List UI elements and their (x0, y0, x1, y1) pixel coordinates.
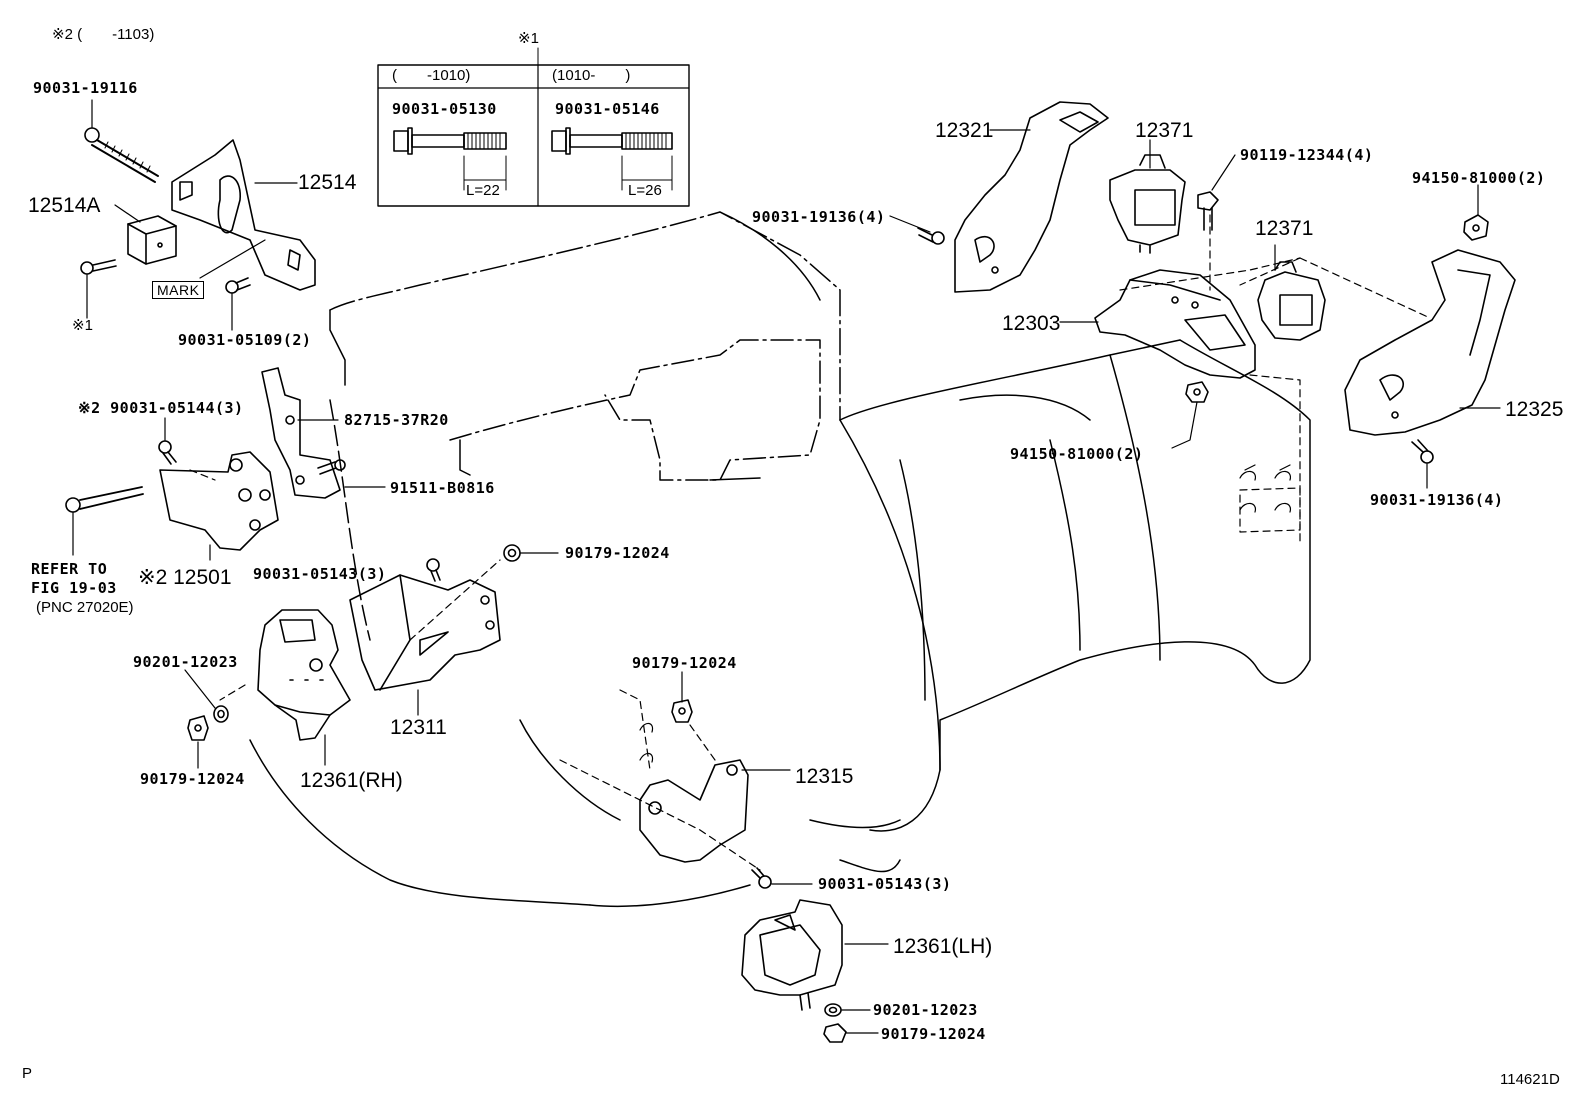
bracket-12501-icon (159, 451, 279, 551)
bracket-12315-icon (639, 759, 749, 863)
table-col2-range: (1010- ) (552, 67, 631, 84)
block-12514a-icon (127, 215, 177, 265)
label-90179-12024-d: 90179-12024 (881, 1025, 986, 1043)
label-90201-12023-a: 90201-12023 (133, 653, 238, 671)
label-12514a: 12514A (28, 194, 101, 217)
bolt-note1-icon (80, 259, 117, 275)
label-90031-05143-a: 90031-05143(3) (253, 565, 387, 583)
bracket-12514-icon (171, 139, 316, 291)
label-12321: 12321 (935, 119, 994, 142)
label-90031-19136-a: 90031-19136(4) (752, 208, 886, 226)
bolt-90031-05109-icon (225, 277, 251, 294)
nut-90179-12024-d-icon (823, 1023, 847, 1043)
note1-marker-label: ※1 (518, 30, 539, 47)
mount-12361-lh-icon (741, 899, 843, 1011)
insulator-12371-b-icon (1257, 261, 1326, 341)
label-refer-line2: FIG 19-03 (31, 579, 117, 597)
label-94150-81000-a: 94150-81000(2) (1412, 169, 1546, 187)
label-refer-line3: (PNC 27020E) (36, 599, 134, 616)
table-col1-range: ( -1010) (392, 67, 471, 84)
transmission-outline (249, 211, 1311, 908)
label-90119-12344: 90119-12344(4) (1240, 146, 1374, 164)
label-90031-19136-b: 90031-19136(4) (1370, 491, 1504, 509)
bolt-90119-12344-icon (1197, 191, 1219, 231)
bolt-90031-05146-icon (551, 127, 673, 191)
bolt-90031-05144-icon (158, 440, 177, 465)
washer-90201-12023-b-icon (824, 1003, 842, 1017)
label-12303: 12303 (1002, 312, 1061, 335)
label-90031-19116: 90031-19116 (33, 79, 138, 97)
crossmember-12303-icon (1094, 269, 1256, 379)
bolt-90031-05130-icon (393, 127, 507, 191)
label-91511-b0816: 91511-B0816 (390, 479, 495, 497)
nut-90179-12024-icon (503, 544, 521, 562)
bracket-12321-icon (954, 101, 1109, 293)
label-12311: 12311 (390, 716, 447, 739)
bolt-90031-05143-icon (426, 558, 441, 582)
transmission-detail-marks (639, 464, 1301, 763)
bolt-90031-05143-b-icon (751, 867, 772, 889)
label-12371-b: 12371 (1255, 217, 1314, 240)
bolt-90031-19116-icon (84, 127, 159, 183)
table-col2-length: L=26 (628, 182, 662, 199)
table-col1-length: L=22 (466, 182, 500, 199)
figure-id: 114621D (1500, 1071, 1560, 1088)
label-note1-small: ※1 (72, 317, 93, 334)
label-12514: 12514 (298, 171, 357, 194)
bolt-spec-table (377, 47, 690, 207)
label-12325: 12325 (1505, 398, 1564, 421)
label-refer-line1: REFER TO (31, 560, 108, 578)
label-12361-rh: 12361(RH) (300, 769, 403, 792)
label-12501: ※2 12501 (138, 566, 232, 589)
bracket-82715-37r20-icon (261, 367, 341, 499)
table-col2-part: 90031-05146 (555, 100, 660, 118)
leader-lines (72, 99, 1501, 1034)
bracket-12311-icon (349, 574, 501, 691)
nut-94150-81000-a-icon (1463, 214, 1489, 241)
label-12315: 12315 (795, 765, 854, 788)
bolt-refer-27020e-icon (65, 486, 144, 513)
label-12371-a: 12371 (1135, 119, 1194, 142)
nut-90179-12024-rh-icon (187, 715, 209, 741)
label-90201-12023-b: 90201-12023 (873, 1001, 978, 1019)
bolt-91511-b0816-icon (317, 459, 346, 475)
label-90031-05109: 90031-05109(2) (178, 331, 312, 349)
label-12361-lh: 12361(LH) (893, 935, 993, 958)
nut-90179-12024-c-icon (671, 699, 693, 723)
washer-90201-12023-icon (213, 705, 229, 723)
insulator-12371-a-icon (1109, 154, 1186, 254)
label-90179-12024-b: 90179-12024 (140, 770, 245, 788)
assembly-guide-lines (189, 214, 1431, 871)
footer-left-mark: P (22, 1065, 33, 1082)
label-94150-81000-b: 94150-81000(2) (1010, 445, 1144, 463)
bolt-90031-19136-b-icon (1411, 439, 1434, 464)
mount-12361-rh-icon (257, 609, 351, 741)
label-90179-12024-c: 90179-12024 (632, 654, 737, 672)
label-90031-05143-b: 90031-05143(3) (818, 875, 952, 893)
label-90031-05144: ※2 90031-05144(3) (78, 399, 244, 417)
bolt-90031-19136-a-icon (917, 227, 945, 245)
label-mark: MARK (152, 281, 205, 299)
note2-range-label: ※2 ( -1103) (52, 26, 155, 43)
label-90179-12024-a: 90179-12024 (565, 544, 670, 562)
bracket-12325-icon (1344, 249, 1516, 436)
label-82715-37r20: 82715-37R20 (344, 411, 449, 429)
nut-94150-81000-b-icon (1185, 381, 1209, 403)
table-col1-part: 90031-05130 (392, 100, 497, 118)
